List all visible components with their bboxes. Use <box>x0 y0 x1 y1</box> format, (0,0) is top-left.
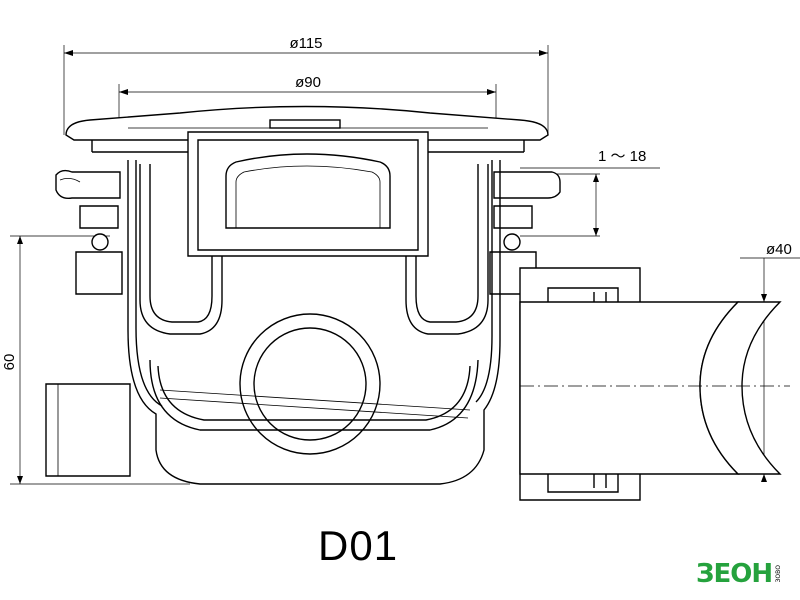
brand-name: ЗЕОН <box>696 559 773 589</box>
brand-tagline: ЗОВО <box>775 565 783 583</box>
outlet-diameter-label: ø40 <box>766 241 792 258</box>
trap-insert <box>187 131 429 257</box>
outer-diameter-label: ø115 <box>289 35 322 52</box>
outlet-opening <box>239 313 381 455</box>
outer-diameter-dimension: ø115 <box>63 35 549 135</box>
adjust-range-dimension: 1 ～ 18 <box>520 148 660 237</box>
height-label: 60 <box>1 354 18 371</box>
outlet-pipe <box>519 267 790 501</box>
height-dimension: 60 <box>1 235 190 485</box>
inner-diameter-dimension: ø90 <box>118 74 497 120</box>
floor-left <box>55 169 123 295</box>
adjust-range-label: 1 ～ 18 <box>598 148 646 165</box>
model-title: D01 <box>318 522 399 569</box>
drain-body <box>127 160 501 485</box>
inner-diameter-label: ø90 <box>295 74 321 91</box>
brand-logo: ЗЕОН ЗОВО <box>696 559 782 589</box>
left-stub-pipe <box>45 383 131 477</box>
